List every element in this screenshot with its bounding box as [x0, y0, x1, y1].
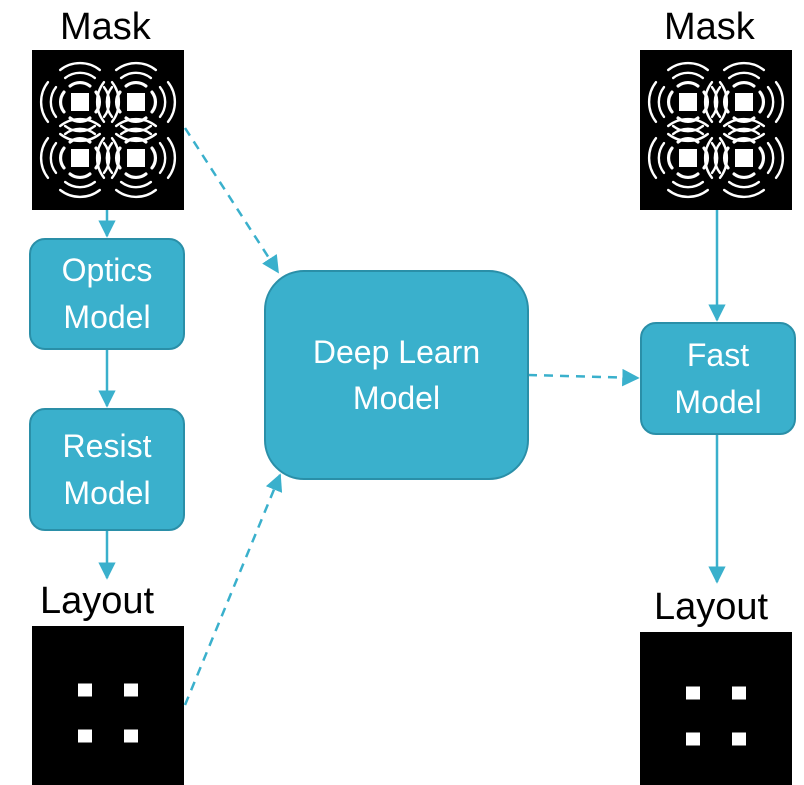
dashed-arrow-deep-to-fast [527, 368, 640, 387]
resist-model-box: Resist Model [29, 408, 185, 531]
deep-learn-model-line1: Deep Learn [312, 334, 481, 370]
mask-left-image [32, 50, 184, 210]
optics-model-box: Optics Model [29, 238, 185, 350]
optics-model-line2: Model [63, 299, 151, 335]
layout-left-label: Layout [40, 580, 155, 622]
mask-pattern-icon [640, 50, 792, 210]
layout-right-label: Layout [654, 586, 769, 628]
mask-right-label: Mask [664, 6, 755, 48]
mask-pattern-icon [32, 50, 184, 210]
mask-left-label: Mask [60, 6, 151, 48]
fast-model-line2: Model [674, 383, 762, 420]
dashed-arrow-layout-to-deep [183, 473, 283, 706]
layout-pattern-icon [32, 626, 184, 785]
layout-pattern-icon [640, 632, 792, 785]
optics-model-line1: Optics [61, 252, 153, 288]
dashed-arrow-mask-to-deep [183, 127, 280, 274]
mask-right-image [640, 50, 792, 210]
fast-model-line1: Fast [686, 336, 750, 373]
resist-model-line2: Model [63, 474, 151, 511]
resist-model-line1: Resist [62, 427, 152, 464]
deep-learn-model-box: Deep Learn Model [264, 270, 529, 480]
layout-right-image [640, 632, 792, 785]
deep-learn-model-line2: Model [352, 380, 441, 416]
fast-model-box: Fast Model [640, 322, 796, 435]
layout-left-image [32, 626, 184, 785]
